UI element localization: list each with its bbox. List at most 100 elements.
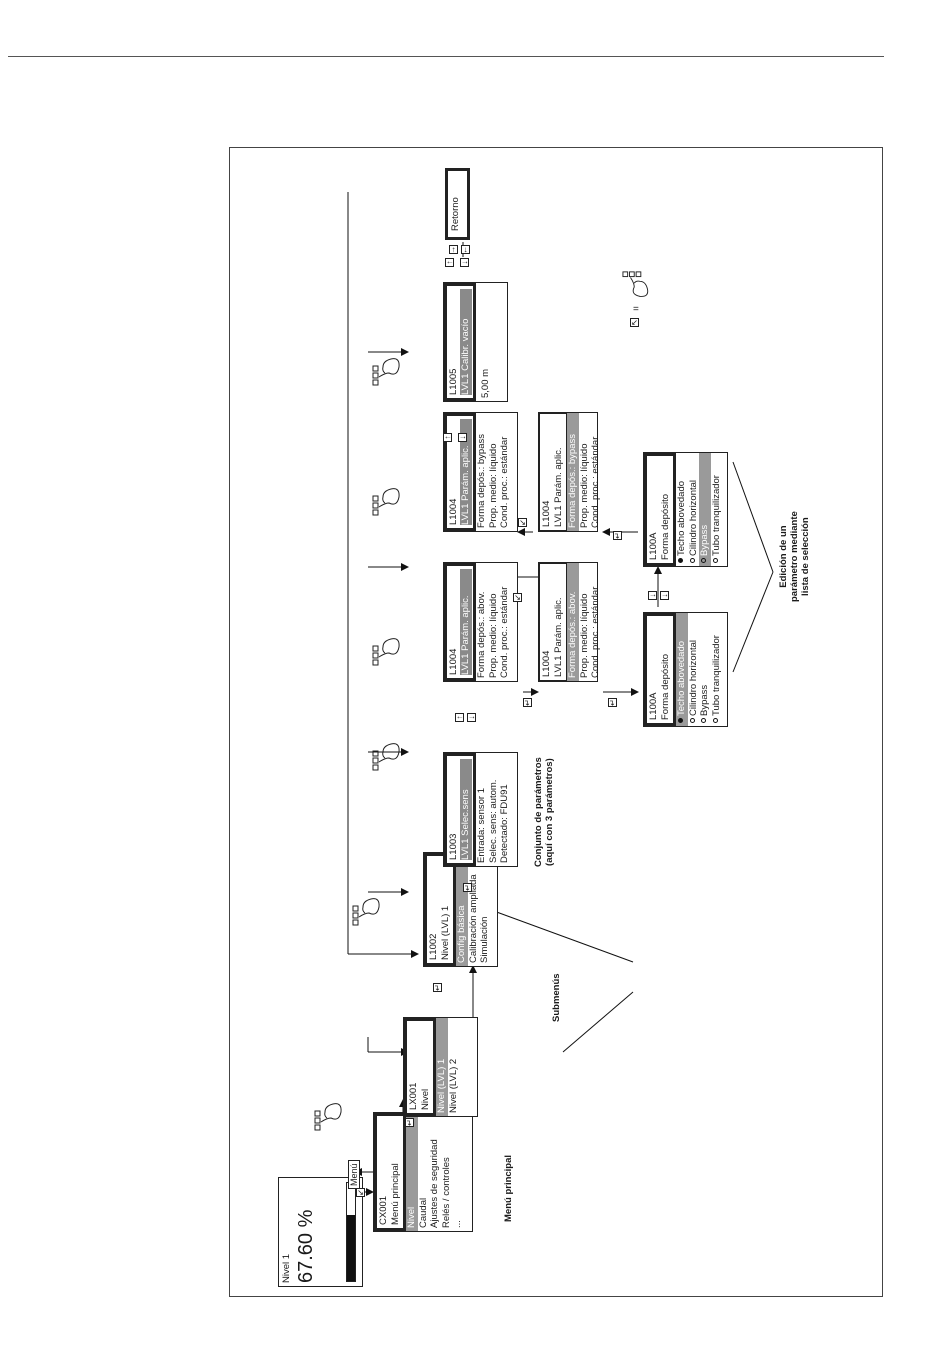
down-key-icon[interactable]: ↓ xyxy=(460,258,469,267)
enter-key-icon[interactable]: ↵ xyxy=(613,531,622,540)
enter-key-icon[interactable]: ↵ xyxy=(463,883,472,892)
l1004d-item: Forma depós.: bypass xyxy=(476,434,487,528)
escape-key-icon[interactable]: ↙ xyxy=(356,1188,365,1197)
l1002-item[interactable]: Calibración ampliada xyxy=(467,874,479,963)
submenus-label: Submenús xyxy=(551,973,562,1022)
l1002-title: Nivel (LVL) 1 xyxy=(440,905,451,960)
main-menu-item[interactable]: Ajustes de seguridad xyxy=(429,1139,440,1228)
down-key-icon[interactable]: ↓ xyxy=(467,713,476,722)
return-key-up[interactable]: ↑ xyxy=(449,245,458,254)
keypad-hand-icon xyxy=(372,743,400,771)
main-menu-item[interactable]: ... xyxy=(452,1220,463,1228)
level-bar xyxy=(346,1182,356,1282)
enter-key-icon[interactable]: ↵ xyxy=(433,983,442,992)
l100a2-option[interactable]: Cilindro horizontal xyxy=(688,453,700,566)
l1004d-item: Cond. proc.: estándar xyxy=(499,436,510,528)
selected-radio-icon xyxy=(678,558,683,563)
edit-label-line: Edición de un xyxy=(778,525,789,588)
l1004c-item[interactable]: Forma depós.: bypass xyxy=(567,413,579,531)
l100a1-option[interactable]: Tubo tranquilizador xyxy=(711,613,723,726)
param-set-label-line: (aquí con 3 parámetros) xyxy=(544,758,555,866)
down-key-icon[interactable]: ↓ xyxy=(458,433,467,442)
l100a1-option[interactable]: Cilindro horizontal xyxy=(688,613,700,726)
radio-icon xyxy=(701,558,706,563)
l1003-title: LVL1 Selec.sens xyxy=(460,759,472,860)
l100a2-code: L100A xyxy=(648,532,659,560)
l1003-item: Entrada: sensor 1 xyxy=(476,788,487,863)
l100a1-option[interactable]: Techo abovedado xyxy=(676,613,688,726)
l1004b-code: L1004 xyxy=(541,650,552,677)
up-key-icon[interactable]: ↑ xyxy=(445,258,454,267)
l1004a-item: Prop. medio: líquido xyxy=(487,593,499,679)
l100a2-option[interactable]: Tubo tranquilizador xyxy=(711,453,723,566)
return-box[interactable]: Retorno xyxy=(445,168,470,240)
lx001-item[interactable]: Nivel (LVL) 1 xyxy=(436,1018,448,1116)
escape-key-icon: ↙ xyxy=(630,318,639,327)
l1004c-title: LVL1 Parám. aplic. xyxy=(553,447,564,527)
down-key-icon[interactable]: ↓ xyxy=(660,591,669,600)
l100a1-option-label: Tubo tranquilizador xyxy=(710,635,722,716)
display-value: 67.60 % xyxy=(294,1209,317,1283)
l1004b-item[interactable]: Forma depós.: abov. xyxy=(567,563,579,681)
radio-icon xyxy=(712,558,718,563)
edit-selection-label: Edición de un parámetro mediante lista d… xyxy=(778,511,811,602)
menu-key[interactable]: Menú xyxy=(348,1160,360,1189)
l1002-item[interactable]: Config básica xyxy=(456,853,468,966)
l100a2-option-label: Techo abovedado xyxy=(676,480,687,556)
return-key-down[interactable]: ↓ xyxy=(461,245,470,254)
main-menu-code: CX001 xyxy=(378,1195,389,1225)
l100a1-option[interactable]: Bypass xyxy=(699,613,711,726)
l1002-item[interactable]: Simulación xyxy=(479,916,490,963)
l1004c-item: Cond. proc.: estándar xyxy=(590,436,601,528)
l100a2-option[interactable]: Bypass xyxy=(699,453,711,566)
l100a1-option-label: Bypass xyxy=(699,684,710,716)
keypad-hand-icon xyxy=(622,271,649,297)
param-set-label: Conjunto de parámetros (aquí con 3 parám… xyxy=(533,757,555,867)
l100a2-option-label: Bypass xyxy=(699,524,710,556)
up-key-icon[interactable]: ↑ xyxy=(443,433,452,442)
escape-key-icon[interactable]: ↙ xyxy=(518,518,527,527)
keypad-hand-icon xyxy=(314,1103,342,1131)
display-title: Nivel 1 xyxy=(281,1253,292,1283)
l1005-code: L1005 xyxy=(448,368,459,395)
l1004c-item: Prop. medio: líquido xyxy=(578,443,590,529)
return-label: Retorno xyxy=(450,197,461,231)
keypad-hand-icon xyxy=(372,638,400,666)
selected-radio-icon xyxy=(678,718,683,723)
keypad-hand-icon xyxy=(372,358,400,386)
l100a1-option-label: Cilindro horizontal xyxy=(687,639,699,716)
up-key-icon[interactable]: ↑ xyxy=(455,713,464,722)
escape-key-icon[interactable]: ↙ xyxy=(513,593,522,602)
enter-key-icon[interactable]: ↵ xyxy=(523,698,532,707)
enter-key-icon[interactable]: ↵ xyxy=(405,1118,414,1127)
radio-icon xyxy=(689,558,695,563)
lx001-item[interactable]: Nivel (LVL) 2 xyxy=(447,1058,459,1113)
main-menu-item[interactable]: Relés / controles xyxy=(440,1157,452,1228)
enter-key-icon[interactable]: ↵ xyxy=(608,698,617,707)
main-menu-item[interactable]: Caudal xyxy=(417,1197,429,1228)
main-menu-item[interactable]: Nivel xyxy=(406,1113,418,1231)
main-menu-label: Menú principal xyxy=(503,1154,514,1222)
l100a2-option[interactable]: Techo abovedado xyxy=(676,453,688,566)
l1004b-item: Cond. proc.: estándar xyxy=(590,586,601,678)
l1005-title: LVL1 Calibr. vacío xyxy=(460,289,472,395)
top-rule xyxy=(8,56,884,57)
keypad-hand-icon xyxy=(352,898,380,926)
down-key-icon[interactable]: ↓ xyxy=(648,591,657,600)
radio-icon xyxy=(689,718,695,723)
